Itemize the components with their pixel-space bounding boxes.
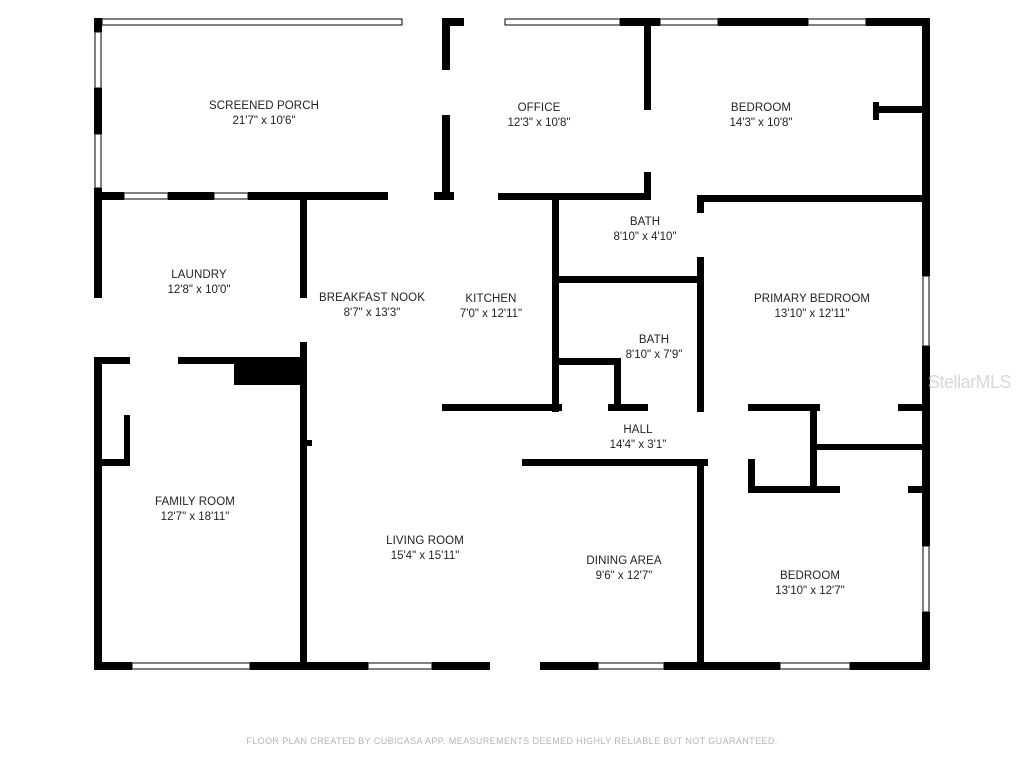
room-name: BREAKFAST NOOK xyxy=(319,292,425,304)
room-name: HALL xyxy=(623,424,653,436)
room-dimensions: 14'3" x 10'8" xyxy=(729,117,793,129)
room-dimensions: 12'3" x 10'8" xyxy=(507,117,571,129)
room-name: DINING AREA xyxy=(586,555,662,567)
room-kitchen: KITCHEN 7'0" x 12'11" xyxy=(460,292,522,322)
walls xyxy=(94,18,930,670)
room-bath-lower: BATH 8'10" x 7'9" xyxy=(626,333,683,363)
room-dimensions: 9'6" x 12'7" xyxy=(595,570,653,582)
room-dining-area: DINING AREA 9'6" x 12'7" xyxy=(586,554,661,584)
room-screened-porch: SCREENED PORCH 21'7" x 10'6" xyxy=(209,99,319,129)
footer-disclaimer: FLOOR PLAN CREATED BY CUBICASA APP. MEAS… xyxy=(246,736,778,746)
room-dimensions: 12'8" x 10'0" xyxy=(167,284,231,296)
room-name: KITCHEN xyxy=(465,293,517,305)
room-dimensions: 8'10" x 7'9" xyxy=(625,349,683,361)
watermark: StellarMLS xyxy=(928,372,1012,392)
room-bath-upper: BATH 8'10" x 4'10" xyxy=(613,215,676,245)
room-name: SCREENED PORCH xyxy=(208,100,320,112)
room-name: FAMILY ROOM xyxy=(155,496,235,508)
room-bedroom-top: BEDROOM 14'3" x 10'8" xyxy=(729,101,792,131)
room-name: BATH xyxy=(638,334,670,346)
room-name: PRIMARY BEDROOM xyxy=(753,293,871,305)
room-bedroom-bottom: BEDROOM 13'10" x 12'7" xyxy=(775,569,844,599)
room-dimensions: 14'4" x 3'1" xyxy=(609,439,667,451)
room-laundry: LAUNDRY 12'8" x 10'0" xyxy=(167,268,230,298)
room-dimensions: 8'10" x 4'10" xyxy=(613,231,677,243)
room-name: LAUNDRY xyxy=(171,269,227,281)
room-dimensions: 15'4" x 15'11" xyxy=(390,550,460,562)
windows xyxy=(94,18,930,670)
room-name: BEDROOM xyxy=(779,570,841,582)
room-living-room: LIVING ROOM 15'4" x 15'11" xyxy=(386,534,464,564)
room-name: BATH xyxy=(629,216,661,228)
room-family-room: FAMILY ROOM 12'7" x 18'11" xyxy=(155,495,235,525)
room-name: OFFICE xyxy=(517,102,561,114)
room-name: BEDROOM xyxy=(730,102,792,114)
room-primary-bedroom: PRIMARY BEDROOM 13'10" x 12'11" xyxy=(754,292,870,322)
room-dimensions: 12'7" x 18'11" xyxy=(160,511,230,523)
room-dimensions: 13'10" x 12'7" xyxy=(775,585,845,597)
room-dimensions: 8'7" x 13'3" xyxy=(343,307,401,319)
room-dimensions: 21'7" x 10'6" xyxy=(232,115,296,127)
room-office: OFFICE 12'3" x 10'8" xyxy=(507,101,570,131)
room-dimensions: 7'0" x 12'11" xyxy=(459,308,523,320)
room-name: LIVING ROOM xyxy=(386,535,464,547)
room-dimensions: 13'10" x 12'11" xyxy=(774,308,850,320)
room-hall: HALL 14'4" x 3'1" xyxy=(610,423,667,453)
room-breakfast-nook: BREAKFAST NOOK 8'7" x 13'3" xyxy=(319,291,425,321)
